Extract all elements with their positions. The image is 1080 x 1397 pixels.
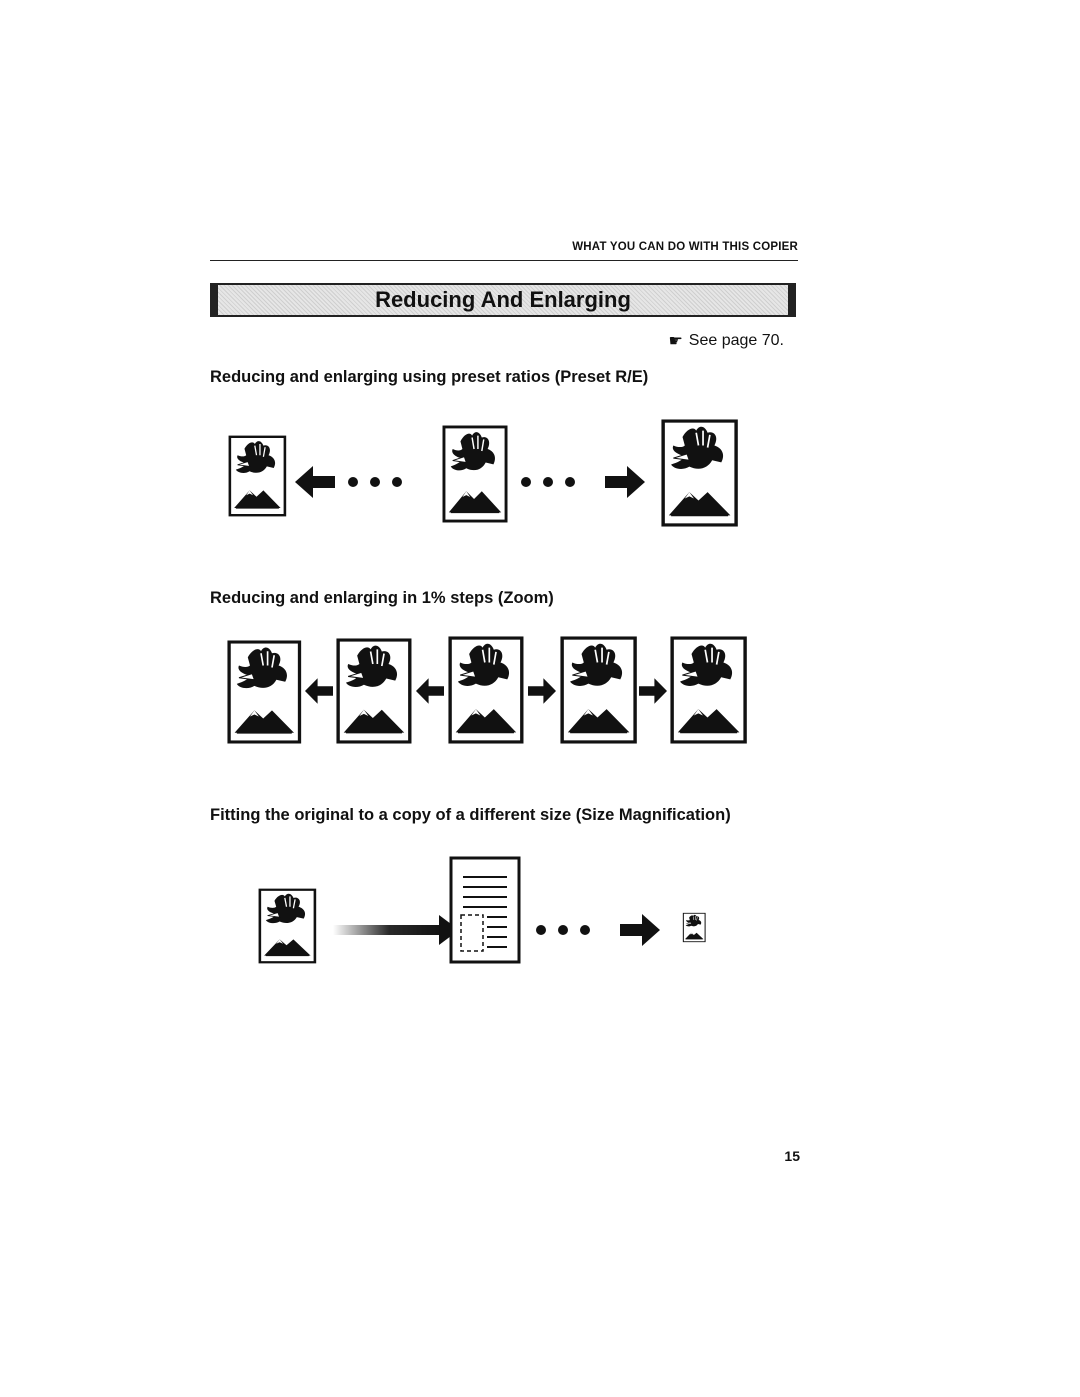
- long-right-arrow-icon: [333, 915, 459, 945]
- running-head: WHAT YOU CAN DO WITH THIS COPIER: [572, 241, 798, 253]
- left-arrow-icon: [305, 678, 333, 704]
- preset-ratio-illustration: [225, 418, 745, 533]
- zoom-image-4: [562, 638, 635, 742]
- pointing-hand-icon: ☛: [668, 333, 683, 350]
- right-arrow-icon: [639, 678, 667, 704]
- dots: [536, 925, 590, 935]
- page-title: Reducing And Enlarging: [375, 287, 631, 312]
- right-arrow-icon: [620, 914, 660, 946]
- zoom-image-3: [450, 638, 522, 742]
- original-reduced-image: [230, 437, 285, 515]
- section-heading-zoom: Reducing and enlarging in 1% steps (Zoom…: [210, 589, 554, 607]
- left-arrow-icon: [416, 678, 444, 704]
- left-arrow-icon: [295, 466, 335, 498]
- title-bar-right-cap: [788, 285, 794, 315]
- zoom-image-5: [672, 638, 745, 742]
- zoom-illustration: [225, 635, 755, 750]
- right-arrow-icon: [605, 466, 645, 498]
- title-bar: Reducing And Enlarging: [210, 283, 796, 317]
- right-arrow-icon: [528, 678, 556, 704]
- cross-reference-text: See page 70.: [688, 332, 784, 349]
- section-heading-size-magnification: Fitting the original to a copy of a diff…: [210, 806, 731, 824]
- title-bar-left-cap: [212, 285, 218, 315]
- original-enlarged-image: [663, 421, 736, 525]
- size-magnification-illustration: [255, 856, 725, 970]
- section-heading-preset: Reducing and enlarging using preset rati…: [210, 368, 649, 386]
- dots-right: [521, 477, 575, 487]
- zoom-image-2: [338, 640, 410, 742]
- header-rule: [210, 260, 798, 261]
- original-image: [444, 427, 506, 521]
- page-number: 15: [784, 1148, 800, 1164]
- small-copy-image: [683, 913, 705, 941]
- cross-reference[interactable]: ☛ See page 70.: [668, 331, 784, 351]
- dots-left: [348, 477, 402, 487]
- zoom-image-1: [229, 642, 299, 742]
- document-page-icon: [449, 856, 521, 964]
- original-image: [260, 890, 315, 963]
